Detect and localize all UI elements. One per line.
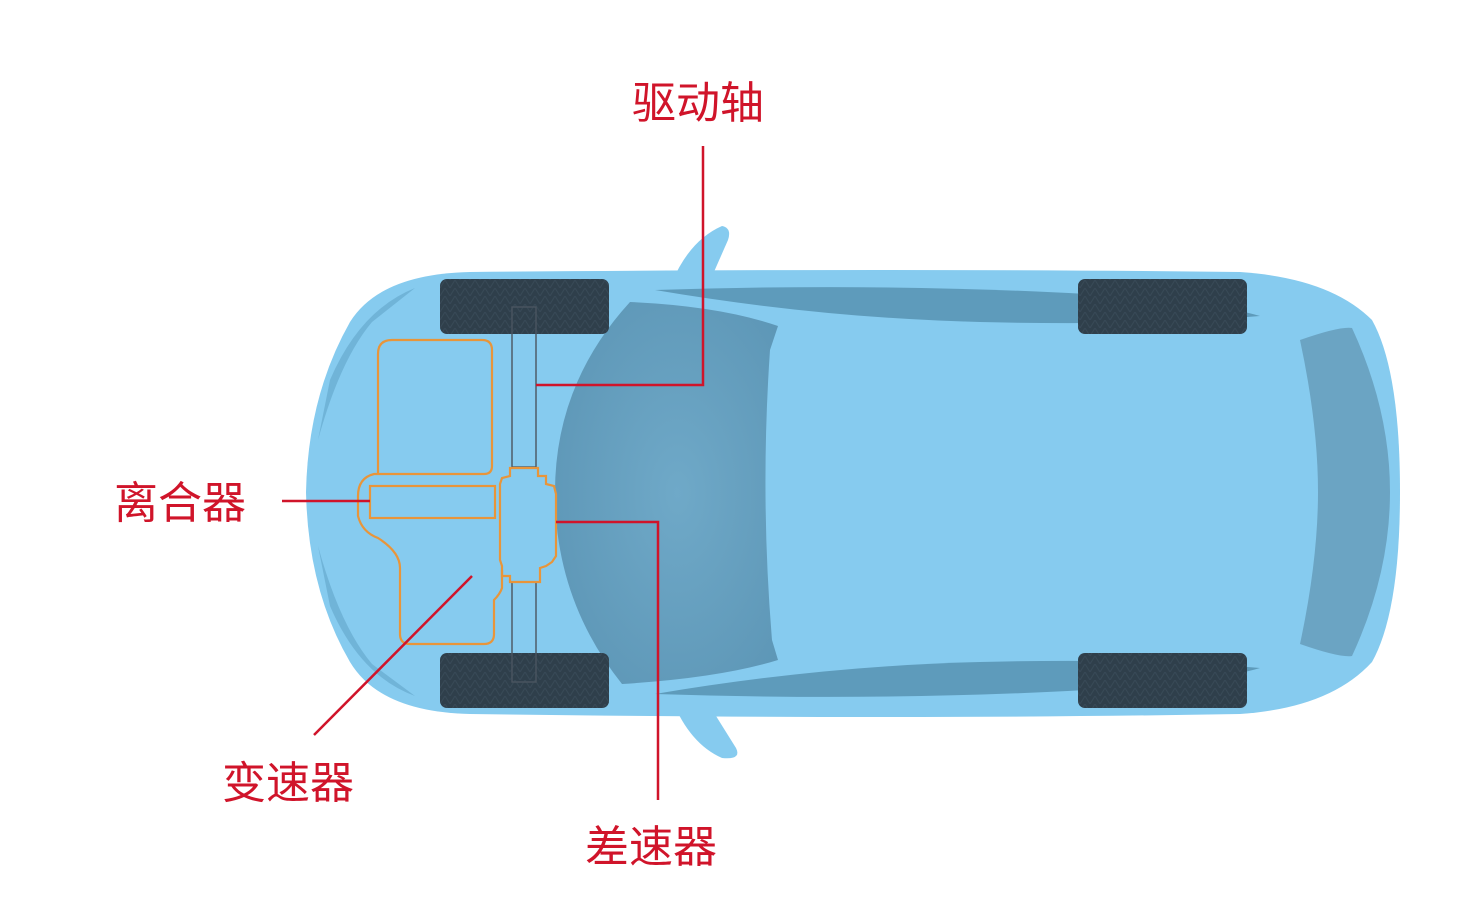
front-edge-shade-bottom <box>318 546 415 696</box>
rear-window <box>1300 327 1390 657</box>
windshield <box>555 302 778 684</box>
tire-front-bottom <box>440 653 609 708</box>
differential-housing <box>498 466 558 584</box>
tire-rear-top <box>1078 279 1247 334</box>
car-body <box>306 270 1400 717</box>
tire-rear-bottom <box>1078 653 1247 708</box>
label-differential: 差速器 <box>585 822 717 873</box>
leader-drive-shaft <box>536 146 705 387</box>
label-drive-shaft: 驱动轴 <box>632 78 764 129</box>
leader-transmission <box>313 575 473 736</box>
transmission-housing <box>356 338 504 646</box>
label-clutch: 离合器 <box>114 478 246 529</box>
leader-differential <box>556 520 660 800</box>
label-transmission: 变速器 <box>222 758 354 809</box>
transmission-housing-left <box>376 338 393 474</box>
